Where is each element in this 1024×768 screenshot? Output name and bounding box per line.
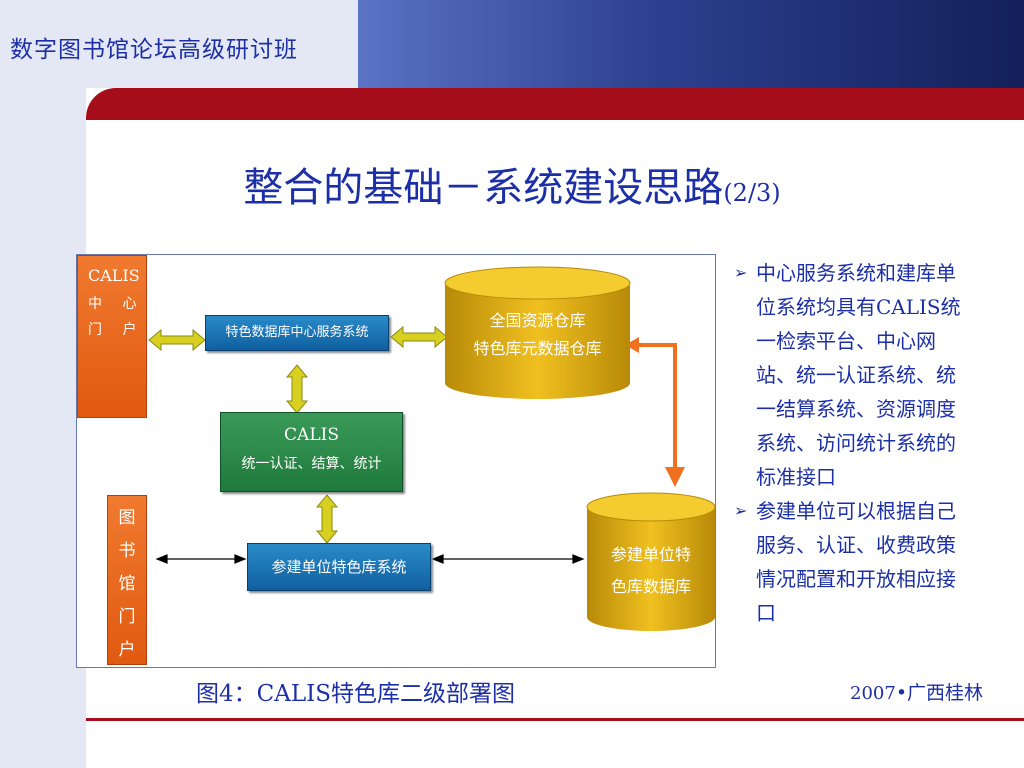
calis-portal-line2: 中 心 — [88, 296, 145, 312]
national-repo-line2: 特色库元数据仓库 — [473, 339, 602, 358]
library-portal-char: 户 — [118, 640, 136, 660]
bullet-text: 参建单位可以根据自己服务、认证、收费政策情况配置和开放相应接口 — [756, 499, 956, 625]
arrow-portal-service — [148, 328, 206, 352]
member-db-line2: 色库数据库 — [610, 577, 691, 596]
library-portal-char: 馆 — [118, 574, 136, 594]
arrow-library-member — [155, 554, 247, 564]
slide-title: 整合的基础－系统建设思路(2/3) — [0, 155, 1024, 213]
left-strip — [0, 0, 86, 768]
arrow-auth-member — [315, 494, 339, 544]
library-portal-char: 图 — [118, 508, 136, 528]
figure-caption: 图4：CALIS特色库二级部署图 — [196, 681, 515, 707]
bullet-item: ➢ 参建单位可以根据自己服务、认证、收费政策情况配置和开放相应接口 — [732, 494, 972, 630]
auth-box: CALIS 统一认证、结算、统计 — [220, 412, 403, 492]
footer-date: 2007•广西桂林 — [850, 678, 983, 705]
arrow-bullet-icon: ➢ — [734, 263, 748, 282]
cylinder-national-repo — [444, 266, 631, 399]
bottom-divider — [86, 718, 1024, 721]
footer-year: 2007 — [850, 683, 896, 704]
deployment-diagram: CALIS 中 心 门 户 图 书 馆 门 户 特色数据库中心服务系统 CALI… — [76, 254, 716, 668]
member-db-line1: 参建单位特 — [610, 545, 691, 564]
national-repo-label: 全国资源仓库 特色库元数据仓库 — [445, 307, 630, 363]
arrow-service-auth — [285, 364, 309, 414]
arrow-repo-db — [625, 337, 685, 487]
national-repo-line1: 全国资源仓库 — [489, 311, 586, 330]
library-portal-char: 门 — [118, 607, 136, 627]
footer-location: •广西桂林 — [895, 682, 984, 704]
slide-title-suffix: (2/3) — [723, 179, 781, 207]
bullet-text: 中心服务系统和建库单位系统均具有CALIS统一检索平台、中心网站、统一认证系统、… — [756, 261, 961, 489]
calis-portal-line3: 门 户 — [88, 322, 145, 338]
slide-title-main: 整合的基础－系统建设思路 — [243, 165, 724, 211]
service-system-box: 特色数据库中心服务系统 — [205, 315, 389, 351]
calis-portal-label: CALIS — [88, 266, 140, 285]
member-db-label: 参建单位特 色库数据库 — [587, 539, 715, 603]
bullet-item: ➢ 中心服务系统和建库单位系统均具有CALIS统一检索平台、中心网站、统一认证系… — [732, 256, 972, 494]
auth-title: CALIS — [284, 425, 339, 445]
member-system-box: 参建单位特色库系统 — [247, 543, 431, 591]
arrow-member-db — [431, 554, 585, 564]
arrow-service-repo — [390, 325, 448, 349]
header-title: 数字图书馆论坛高级研讨班 — [10, 37, 298, 63]
cylinder-member-db — [586, 492, 715, 631]
library-portal-box: 图 书 馆 门 户 — [107, 495, 147, 665]
header-title-box: 数字图书馆论坛高级研讨班 — [0, 0, 358, 88]
auth-subtitle: 统一认证、结算、统计 — [241, 456, 382, 472]
arrow-bullet-icon: ➢ — [734, 501, 748, 520]
library-portal-char: 书 — [118, 541, 136, 561]
header-band — [358, 0, 1024, 88]
bullet-list: ➢ 中心服务系统和建库单位系统均具有CALIS统一检索平台、中心网站、统一认证系… — [732, 256, 972, 630]
calis-portal-box: CALIS 中 心 门 户 — [77, 255, 147, 418]
red-band — [86, 88, 1024, 120]
diagram-arrows — [148, 266, 715, 631]
